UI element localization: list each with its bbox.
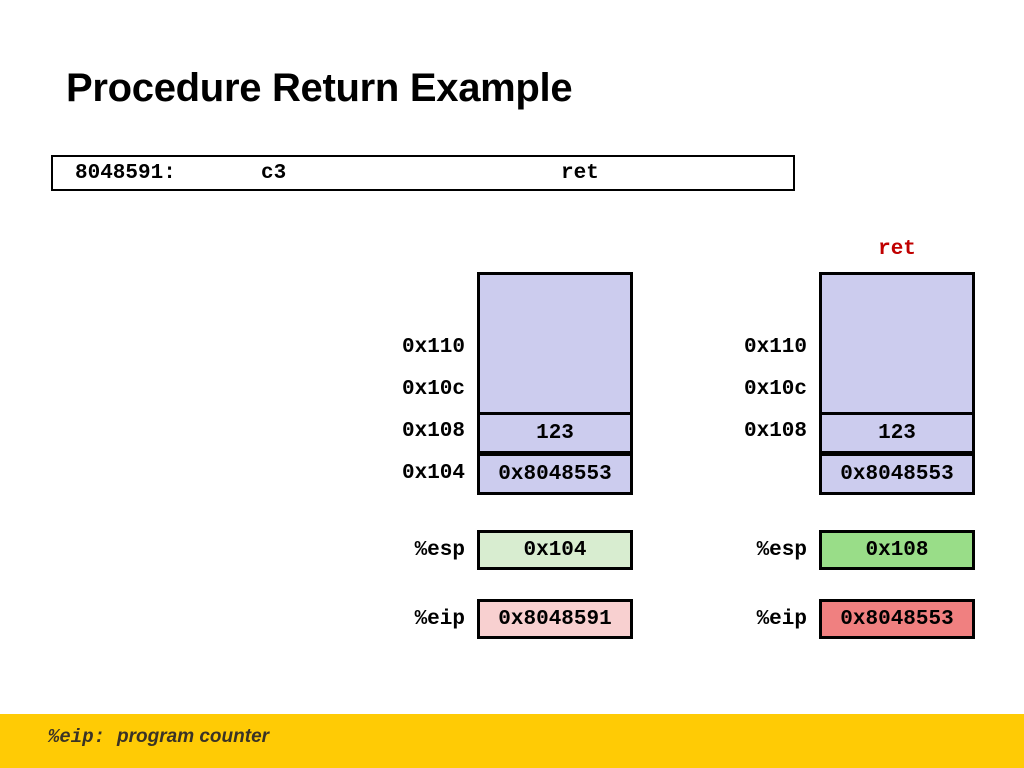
instruction-bytes: c3	[261, 161, 287, 185]
stack-diagram-before: 123 0x8048553	[477, 272, 633, 495]
addr-label-before-3: 0x104	[401, 462, 465, 485]
stack-cell-value: 123	[536, 421, 574, 445]
stack-cell-value: 0x8048553	[840, 462, 954, 486]
stack-diagram-after: 123 0x8048553	[819, 272, 975, 495]
footer-register-description: program counter	[117, 726, 270, 747]
stack-cell-after-0x104: 0x8048553	[819, 453, 975, 495]
stack-cell-value: 123	[878, 421, 916, 445]
stack-cell-value: 0x8048553	[498, 462, 612, 486]
footer-bar: %eip: program counter	[0, 714, 1024, 768]
page-title: Procedure Return Example	[66, 66, 573, 110]
disassembly-line: 8048591: c3 ret	[53, 157, 793, 189]
disassembly-box: 8048591: c3 ret	[51, 155, 795, 191]
register-box-eip-after: 0x8048553	[819, 599, 975, 639]
register-value-esp-before: 0x104	[523, 538, 587, 562]
stack-cell-after-0x108: 123	[819, 412, 975, 454]
register-value-eip-before: 0x8048591	[498, 607, 612, 631]
addr-label-after-1: 0x10c	[743, 378, 807, 401]
register-label-eip-after: %eip	[756, 608, 807, 631]
operation-caption-ret: ret	[878, 238, 916, 261]
register-label-eip-before: %eip	[414, 608, 465, 631]
register-label-esp-after: %esp	[756, 539, 807, 562]
register-box-esp-before: 0x104	[477, 530, 633, 570]
addr-label-after-0: 0x110	[743, 336, 807, 359]
register-value-esp-after: 0x108	[865, 538, 929, 562]
footer-register-name: %eip:	[48, 726, 106, 748]
register-box-esp-after: 0x108	[819, 530, 975, 570]
stack-cell-before-0x108: 123	[477, 412, 633, 454]
register-label-esp-before: %esp	[414, 539, 465, 562]
addr-label-after-2: 0x108	[743, 420, 807, 443]
addr-label-before-0: 0x110	[401, 336, 465, 359]
footer-note: %eip: program counter	[48, 726, 269, 748]
register-value-eip-after: 0x8048553	[840, 607, 954, 631]
instruction-address: 8048591:	[75, 161, 176, 185]
register-box-eip-before: 0x8048591	[477, 599, 633, 639]
stack-cell-before-0x104: 0x8048553	[477, 453, 633, 495]
instruction-mnemonic: ret	[561, 161, 599, 185]
addr-label-before-2: 0x108	[401, 420, 465, 443]
addr-label-before-1: 0x10c	[401, 378, 465, 401]
